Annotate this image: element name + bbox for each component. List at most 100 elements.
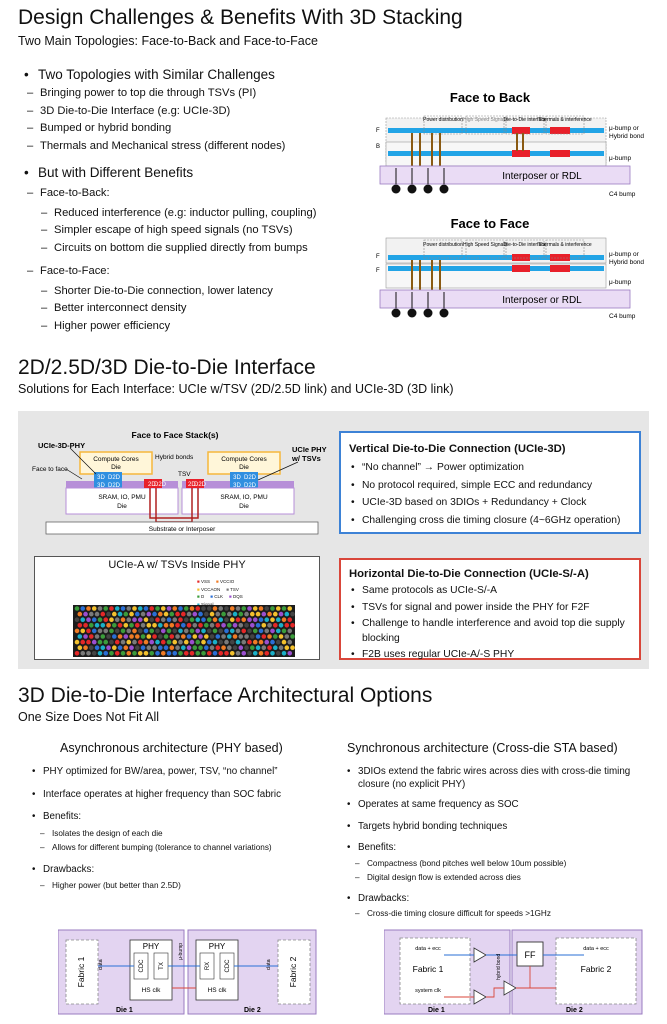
legend-entry: ■ D xyxy=(197,594,205,599)
bump-dot xyxy=(117,634,123,639)
bump-dot xyxy=(74,651,80,656)
bump-dot xyxy=(247,606,252,611)
bump-dot xyxy=(264,617,270,622)
bump-dot xyxy=(278,611,284,617)
bump-dot xyxy=(109,651,114,656)
bump-dot xyxy=(238,634,244,639)
bump-dot xyxy=(278,623,284,628)
async-fabric1-label: Fabric 1 xyxy=(76,956,86,987)
bump-dot xyxy=(137,617,143,622)
bump-dot xyxy=(172,617,178,622)
bump-dot xyxy=(221,645,226,650)
tsv-label: TSV xyxy=(178,471,191,478)
section1-subtitle: Two Main Topologies: Face-to-Back and Fa… xyxy=(18,34,318,48)
bump-dot xyxy=(77,645,83,650)
bump-dot xyxy=(218,651,224,656)
list-item: PHY optimized for BW/area, power, TSV, “… xyxy=(30,765,330,780)
bump-dot xyxy=(178,639,183,645)
d2d-label: D2D xyxy=(108,483,121,489)
bump-dot xyxy=(192,623,198,628)
f2f-label-f2: F xyxy=(376,268,380,274)
bump-dot xyxy=(103,606,109,611)
bump-dot xyxy=(91,628,97,634)
bump-dot xyxy=(241,628,247,634)
bump-dot xyxy=(247,617,252,622)
bump-dot xyxy=(132,651,137,656)
section3-title: 3D Die-to-Die Interface Architectural Op… xyxy=(18,684,433,707)
list-item: Reduced interference (e.g: inductor pull… xyxy=(24,205,369,223)
sync-sysclk-label: system clk xyxy=(415,988,441,994)
list-item: Challenging cross die timing closure (4~… xyxy=(349,514,631,529)
bump-dot xyxy=(94,634,100,639)
bump-dot xyxy=(235,617,241,622)
sync-bullets: 3DIOs extend the fabric wires across die… xyxy=(345,765,650,920)
bump-dot xyxy=(264,606,270,611)
bump-dot xyxy=(235,606,241,611)
bump-dot xyxy=(146,611,152,617)
bump-dot xyxy=(273,634,278,639)
bump-dot xyxy=(152,645,157,650)
bump-dot xyxy=(198,645,203,650)
bump-dot xyxy=(267,623,272,628)
list-item: 3D Die-to-Die Interface (e.g: UCIe-3D) xyxy=(24,103,369,121)
face-to-face-stack-diagram: Face to Face Stack(s) UCIe-3D-PHY UCIe P… xyxy=(32,430,327,535)
bump-dot xyxy=(160,617,166,622)
d2d-label: D2D xyxy=(108,475,121,481)
async-hsclk-label: HS clk xyxy=(142,987,162,994)
bump-dot xyxy=(117,645,123,650)
bump-dot xyxy=(238,611,244,617)
bump-dot xyxy=(189,617,195,622)
legend-entry: ■ VCCAON xyxy=(197,586,221,592)
bump-dot xyxy=(181,634,186,639)
bump-dot xyxy=(252,606,258,611)
bump-dot xyxy=(100,611,106,617)
sync-dataecc-label: data + ecc xyxy=(415,946,441,952)
bump-dot xyxy=(181,611,186,617)
bump-dot xyxy=(132,606,137,611)
bump-dot xyxy=(114,606,120,611)
bump-dot xyxy=(120,606,126,611)
async-data-label: data xyxy=(266,958,272,970)
bump-dot xyxy=(250,611,255,617)
bump-dot xyxy=(195,639,201,645)
bump-dot xyxy=(114,617,120,622)
bump-dot xyxy=(221,634,226,639)
bump-dot xyxy=(143,606,149,611)
bump-dot xyxy=(175,623,180,628)
f2b-interposer xyxy=(379,165,631,185)
bump-dot xyxy=(126,651,132,656)
bump-dot xyxy=(255,645,261,650)
async-die2-label: Die 2 xyxy=(244,1007,261,1014)
bump-dot xyxy=(229,617,235,622)
bump-dot xyxy=(189,639,195,645)
bump-dot xyxy=(212,651,218,656)
bump-dot xyxy=(97,606,103,611)
f2b-region-label: Die-to-Die interface xyxy=(503,117,546,123)
bump-dot xyxy=(120,628,126,634)
bump-dot xyxy=(135,623,140,628)
bump-dot xyxy=(74,639,80,645)
vertical-d2d-title: Vertical Die-to-Die Connection (UCIe-3D) xyxy=(349,443,566,455)
bump-dot xyxy=(204,611,209,617)
bump-dot xyxy=(206,606,212,611)
uciephy-label-2: w/ TSVs xyxy=(291,454,321,463)
bump-dot xyxy=(106,623,111,628)
bump-dot xyxy=(112,611,117,617)
bump-dot xyxy=(175,645,180,650)
f2b-label-c4: C4 bump xyxy=(609,191,636,198)
bump-dot xyxy=(275,651,281,656)
bump-dot xyxy=(123,645,129,650)
bump-dot xyxy=(201,651,206,656)
bump-dot xyxy=(189,628,195,634)
list-item: Circuits on bottom die supplied directly… xyxy=(24,240,369,258)
bump-dot xyxy=(227,634,232,639)
bump-dot xyxy=(186,611,192,617)
bump-dot xyxy=(97,651,103,656)
list-item: Targets hybrid bonding techniques xyxy=(345,820,650,835)
bump-dot xyxy=(215,623,221,628)
bump-dot xyxy=(247,651,252,656)
bump-dot xyxy=(273,611,278,617)
bump-dot xyxy=(160,606,166,611)
bump-dot xyxy=(94,611,100,617)
substrate-label: Substrate or Interposer xyxy=(149,526,216,533)
